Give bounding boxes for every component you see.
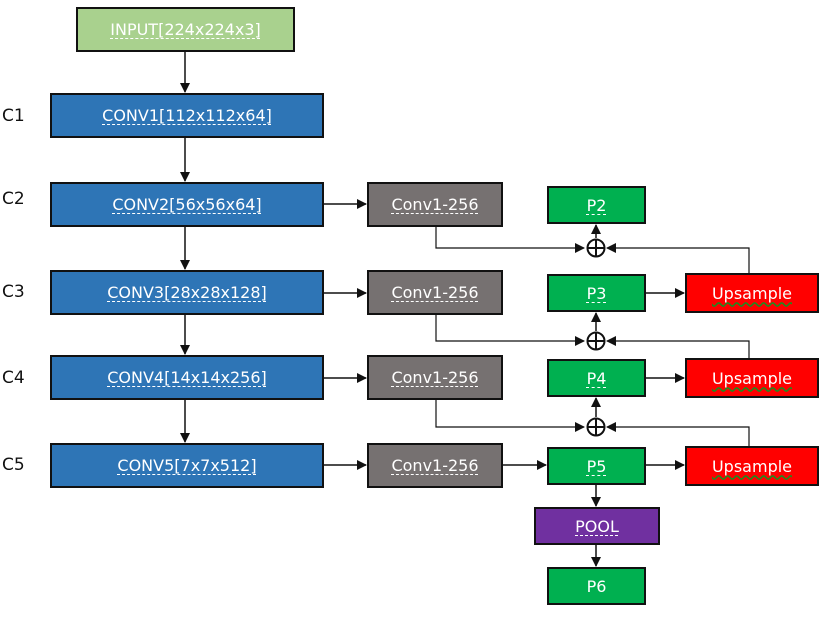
conv1-label: CONV1[112x112x64] — [102, 106, 272, 125]
upsample-5-label: Upsample — [711, 456, 793, 476]
lateral-conv-2-label: Conv1-256 — [391, 195, 479, 214]
merge-node-p4 — [586, 417, 606, 437]
lateral-conv-4: Conv1-256 — [367, 355, 503, 400]
lateral-conv-5: Conv1-256 — [367, 443, 503, 488]
p4-label: P4 — [586, 368, 607, 388]
merge-node-p3 — [586, 331, 606, 351]
conv1-node: CONV1[112x112x64] — [50, 93, 324, 138]
lateral-conv-5-label: Conv1-256 — [391, 456, 479, 475]
stage-label-c1: C1 — [2, 106, 25, 126]
pool-node: POOL — [534, 507, 660, 545]
stage-label-c3: C3 — [2, 282, 25, 302]
conv4-node: CONV4[14x14x256] — [50, 355, 324, 400]
p3-label: P3 — [586, 283, 607, 303]
conv2-label: CONV2[56x56x64] — [112, 195, 262, 214]
line-lateral2-to-merge — [435, 227, 585, 253]
conv5-label: CONV5[7x7x512] — [117, 456, 257, 475]
stage-label-c2: C2 — [2, 189, 25, 209]
line-upsample3-to-merge — [606, 243, 750, 273]
conv2-node: CONV2[56x56x64] — [50, 182, 324, 227]
lateral-conv-3: Conv1-256 — [367, 270, 503, 315]
p2-node: P2 — [547, 186, 646, 224]
conv3-node: CONV3[28x28x128] — [50, 270, 324, 315]
upsample-node-5: Upsample — [685, 446, 819, 486]
input-node: INPUT[224x224x3] — [76, 7, 295, 52]
conv5-node: CONV5[7x7x512] — [50, 443, 324, 488]
p5-label: P5 — [586, 456, 607, 476]
line-lateral3-to-merge — [435, 315, 585, 346]
upsample-4-label: Upsample — [711, 368, 793, 388]
conv4-label: CONV4[14x14x256] — [107, 368, 267, 387]
stage-label-c5: C5 — [2, 455, 25, 475]
conv3-label: CONV3[28x28x128] — [107, 283, 267, 302]
merge-node-p2 — [586, 238, 606, 258]
lateral-conv-3-label: Conv1-256 — [391, 283, 479, 302]
line-upsample4-to-merge — [606, 336, 750, 358]
upsample-node-4: Upsample — [685, 358, 819, 398]
p4-node: P4 — [547, 359, 646, 397]
line-upsample5-to-merge — [606, 422, 750, 446]
p6-label: P6 — [586, 576, 607, 596]
line-lateral4-to-merge — [435, 400, 585, 432]
lateral-conv-2: Conv1-256 — [367, 182, 503, 227]
p5-node: P5 — [547, 447, 646, 485]
p3-node: P3 — [547, 274, 646, 312]
pool-label: POOL — [575, 516, 619, 536]
lateral-conv-4-label: Conv1-256 — [391, 368, 479, 387]
p6-node: P6 — [547, 567, 646, 605]
p2-label: P2 — [586, 195, 607, 215]
input-label: INPUT[224x224x3] — [110, 20, 261, 39]
upsample-node-3: Upsample — [685, 273, 819, 313]
upsample-3-label: Upsample — [711, 283, 793, 303]
stage-label-c4: C4 — [2, 368, 25, 388]
